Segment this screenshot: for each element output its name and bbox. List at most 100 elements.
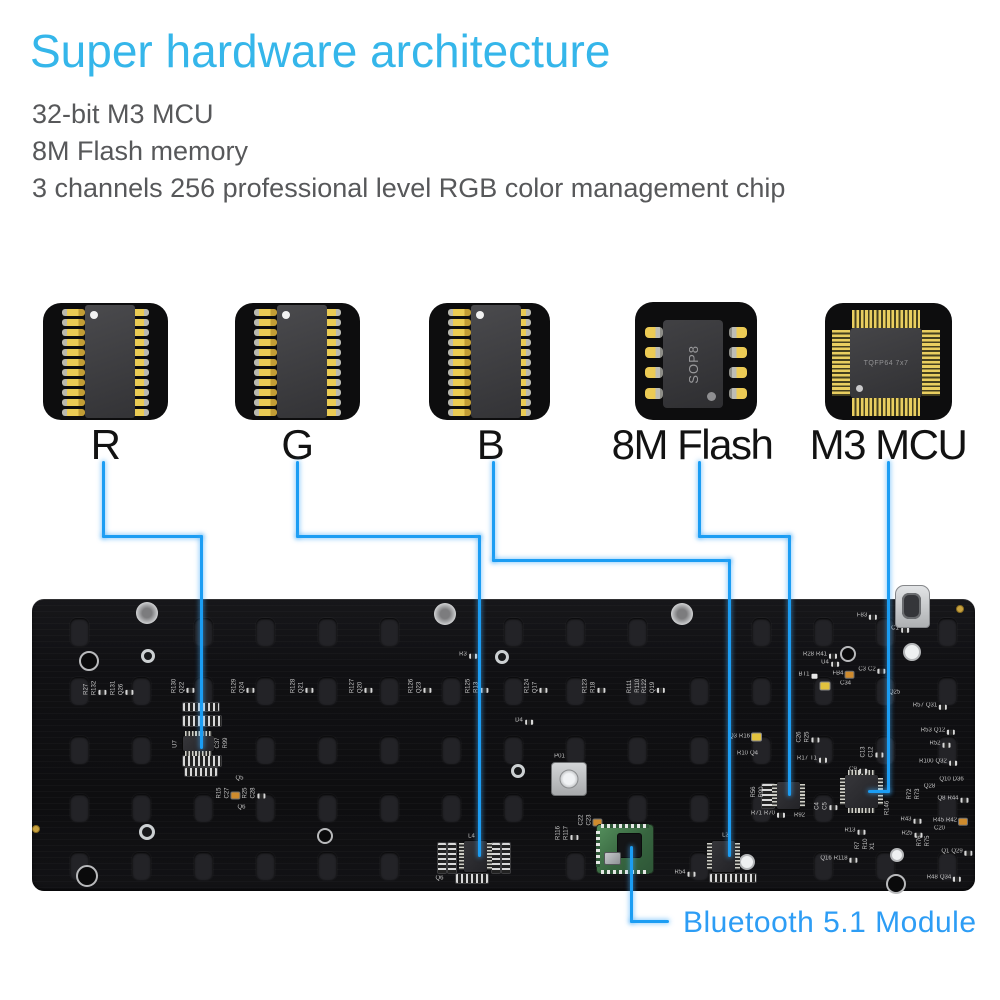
silkscreen-cluster: P01	[554, 754, 566, 761]
chip-pin	[254, 339, 277, 346]
switch-cutout	[690, 794, 709, 822]
silkscreen-cluster: FB4	[832, 671, 854, 678]
chip-pin	[62, 369, 85, 376]
smd-resistor	[364, 688, 373, 694]
silkscreen-label: R3	[459, 651, 467, 658]
switch-cutout	[752, 677, 771, 705]
chip-pin	[126, 379, 149, 386]
smd-resistor	[947, 729, 956, 735]
silkscreen-label: R10	[862, 838, 869, 850]
component-array	[438, 843, 446, 873]
switch-cutout	[938, 677, 957, 705]
pin-row-top	[852, 310, 920, 328]
smd-capacitor	[593, 819, 602, 826]
smd-resistor	[524, 719, 533, 725]
pcb-hole-ring	[511, 764, 525, 778]
smd-chip-l4	[464, 841, 487, 872]
chip-pin	[254, 379, 277, 386]
silkscreen-label: R25	[804, 731, 810, 743]
castellation-row	[601, 824, 649, 828]
smd-pins	[735, 843, 740, 870]
chip-pin	[645, 347, 663, 358]
page-title: Super hardware architecture	[30, 25, 611, 77]
smd-resistor	[869, 614, 878, 620]
line-g-segment	[295, 460, 299, 538]
chip-tile-flash: SOP8	[635, 302, 757, 420]
switch-cutout	[566, 852, 585, 880]
chip-pin	[126, 319, 149, 326]
chip-pin	[254, 389, 277, 396]
silkscreen-label: Q8	[937, 795, 946, 802]
silkscreen-label: Q6	[435, 875, 444, 882]
silkscreen-cluster: R3	[459, 652, 477, 659]
silkscreen-label: R44	[947, 795, 959, 802]
smd-resistor	[657, 688, 666, 694]
switch-cutout	[318, 736, 337, 764]
switch-cutout	[256, 618, 275, 646]
silkscreen-cluster: Q6	[237, 805, 246, 812]
pin1-dot	[856, 385, 863, 392]
silkscreen-label: P01	[554, 753, 565, 760]
silkscreen-cluster: Q25	[889, 690, 901, 697]
component-array	[502, 843, 510, 873]
silkscreen-label: C5	[822, 802, 828, 810]
switch-cutout	[256, 736, 275, 764]
switch-cutout	[876, 677, 895, 705]
switch-cutout	[442, 677, 461, 705]
component-array	[762, 784, 774, 808]
feature-item: 3 channels 256 professional level RGB co…	[32, 173, 786, 203]
pin1-dot	[707, 392, 716, 401]
smd-resistor	[849, 857, 858, 863]
switch-cutout	[70, 677, 89, 705]
silkscreen-label: R76	[916, 835, 923, 847]
line-mcu-segment	[886, 460, 890, 793]
silkscreen-label: C26	[796, 731, 803, 743]
silkscreen-label: R128	[290, 678, 297, 694]
chip-pin	[126, 339, 149, 346]
chip-pin	[126, 309, 149, 316]
chip-pin	[126, 359, 149, 366]
pcb-hole-white	[890, 848, 904, 862]
chip-pin	[318, 379, 341, 386]
switch-cutout	[380, 677, 399, 705]
pcb-hole-dark	[76, 865, 98, 887]
smd-resistor	[857, 829, 866, 835]
pcb-hole-silver	[136, 602, 158, 624]
silkscreen-label: R111	[626, 679, 633, 694]
chip-tile-b	[429, 303, 550, 420]
silkscreen-label: R53	[920, 727, 932, 734]
chip-pin	[254, 349, 277, 356]
switch-cutout	[194, 852, 213, 880]
silkscreen-label: C2	[868, 666, 876, 673]
smd-pins	[840, 778, 845, 805]
silkscreen-label: T1	[810, 755, 818, 762]
chip-pin	[729, 327, 747, 338]
smd-resistor	[186, 688, 195, 694]
silkscreen-label: R13	[844, 827, 856, 834]
silkscreen-label: Q34	[939, 874, 952, 881]
smd-pins	[185, 751, 212, 756]
chip-tile-mcu: TQFP64 7x7	[825, 303, 952, 420]
chip-pin	[254, 309, 277, 316]
silkscreen-label: R73	[914, 788, 921, 800]
smd-resistor	[777, 812, 786, 818]
switch-cutout	[70, 794, 89, 822]
silkscreen-cluster: L3	[722, 833, 730, 840]
smd-resistor	[687, 871, 696, 877]
line-g-segment	[477, 534, 481, 857]
reset-button-cap	[559, 769, 579, 789]
silkscreen-label: R54	[674, 869, 686, 876]
switch-cutout	[132, 677, 151, 705]
line-mcu-segment	[867, 789, 890, 793]
chip-pin	[126, 409, 149, 416]
silkscreen-label: R124	[524, 678, 531, 694]
chip-pin	[645, 388, 663, 399]
silkscreen-label: R132	[91, 680, 97, 696]
silkscreen-label: C23	[586, 814, 592, 826]
